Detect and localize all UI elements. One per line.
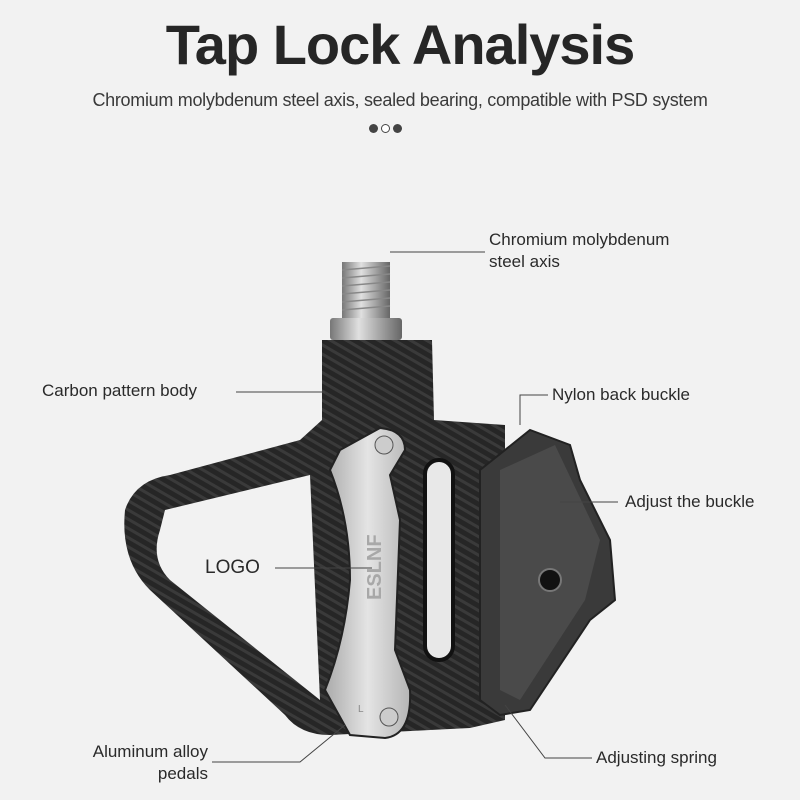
brand-logo: ESLNF [364,534,386,600]
callout-axis-line1: Chromium molybdenum [489,230,670,249]
side-mark: L [358,704,364,715]
callout-logo: LOGO [205,557,260,578]
aluminum-plate [323,426,412,740]
callout-alloy-line2: pedals [157,764,208,783]
steel-axle [330,262,402,340]
carbon-body [124,340,506,735]
carousel-dot[interactable] [369,124,378,133]
adjust-screw-icon [538,568,562,592]
callout-body: Carbon pattern body [42,381,197,400]
callout-adjust: Adjust the buckle [625,492,755,511]
callout-alloy-line1: Aluminum alloy [92,742,208,761]
carousel-indicator [369,124,402,133]
screw-icon [374,435,394,455]
screw-icon [379,707,399,727]
callout-axis-line2: steel axis [489,252,560,271]
callout-buckle: Nylon back buckle [552,385,690,404]
carousel-dot[interactable] [393,124,402,133]
carousel-dot-active[interactable] [381,124,390,133]
body-slot [423,458,455,662]
body-cutout [156,475,320,700]
page-title: Tap Lock Analysis [165,13,636,76]
callout-alloy: Aluminum alloy pedals [60,741,208,785]
page-subtitle: Chromium molybdenum steel axis, sealed b… [92,90,708,110]
leader-lines [212,251,618,763]
callout-spring: Adjusting spring [596,748,717,767]
callout-axis: Chromium molybdenum steel axis [489,229,669,273]
